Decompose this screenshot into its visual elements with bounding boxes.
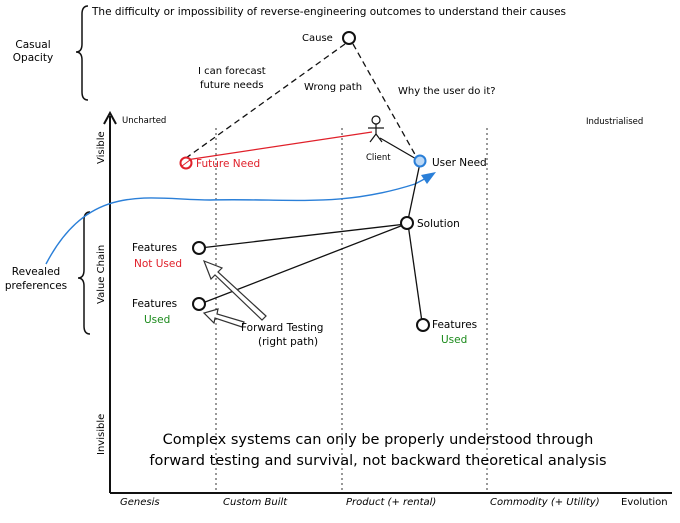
revealed-curve-tail <box>414 174 433 185</box>
forecast-label-line2: future needs <box>200 80 264 91</box>
cause-node <box>342 31 356 45</box>
x-label-evolution: Evolution <box>621 497 668 508</box>
conclusion-line2: forward testing and survival, not backwa… <box>149 453 606 469</box>
features-used-title: Features <box>132 298 177 310</box>
y-label-value-chain: Value Chain <box>96 245 107 304</box>
why-user-line <box>352 43 418 159</box>
features-used-node <box>192 297 206 311</box>
stage-custom-built: Custom Built <box>223 497 288 508</box>
solution-to-features-right-link <box>407 223 423 323</box>
conclusion-line1: Complex systems can only be properly und… <box>163 432 594 448</box>
user-need-to-solution-link <box>407 162 421 221</box>
y-label-visible: Visible <box>96 131 107 164</box>
stage-product: Product (+ rental) <box>346 497 436 508</box>
features-right-status: Used <box>441 334 467 346</box>
revealed-preferences-curve <box>45 183 416 265</box>
features-right-node <box>416 318 430 332</box>
why-user-label: Why the user do it? <box>398 86 496 97</box>
client-to-user-need-link <box>379 137 419 161</box>
features-not-used-node <box>192 241 206 255</box>
client-icon <box>368 115 384 143</box>
forward-testing-arrow-upper <box>202 259 267 321</box>
revealed-label-line1: Revealed <box>12 266 60 278</box>
future-need-link <box>185 131 373 161</box>
client-label: Client <box>366 153 391 163</box>
solution-to-features-not-used-link <box>199 223 407 249</box>
forward-testing-arrow-lower <box>202 308 245 328</box>
casual-opacity-label-line1: Casual <box>15 39 50 51</box>
wrong-path-line <box>185 43 346 159</box>
y-axis-arrow <box>103 110 117 125</box>
user-need-node <box>413 154 427 168</box>
user-need-label: User Need <box>432 157 487 169</box>
forward-testing-label-line2: (right path) <box>258 336 318 348</box>
revealed-curve-arrowhead <box>421 172 436 184</box>
cause-label: Cause <box>302 33 333 44</box>
opacity-definition: The difficulty or impossibility of rever… <box>91 6 566 18</box>
solution-label: Solution <box>417 218 460 230</box>
future-need-label: Future Need <box>196 158 260 170</box>
stage-genesis: Genesis <box>120 497 160 508</box>
features-not-used-status: Not Used <box>134 258 182 270</box>
casual-opacity-label-line2: Opacity <box>13 52 53 64</box>
forecast-label-line1: I can forecast <box>198 66 266 77</box>
opacity-brace <box>75 5 89 101</box>
forward-testing-label-line1: Forward Testing <box>241 322 323 334</box>
revealed-brace <box>77 211 91 335</box>
revealed-label-line2: preferences <box>5 280 67 292</box>
wrong-path-label: Wrong path <box>304 82 362 93</box>
features-used-status: Used <box>144 314 170 326</box>
solution-node <box>400 216 414 230</box>
future-need-node-hatch <box>181 159 191 167</box>
features-right-title: Features <box>432 319 477 331</box>
uncharted-label: Uncharted <box>122 116 166 126</box>
stage-commodity: Commodity (+ Utility) <box>490 497 600 508</box>
y-label-invisible: Invisible <box>96 414 107 455</box>
industrialised-label: Industrialised <box>586 117 643 127</box>
features-not-used-title: Features <box>132 242 177 254</box>
